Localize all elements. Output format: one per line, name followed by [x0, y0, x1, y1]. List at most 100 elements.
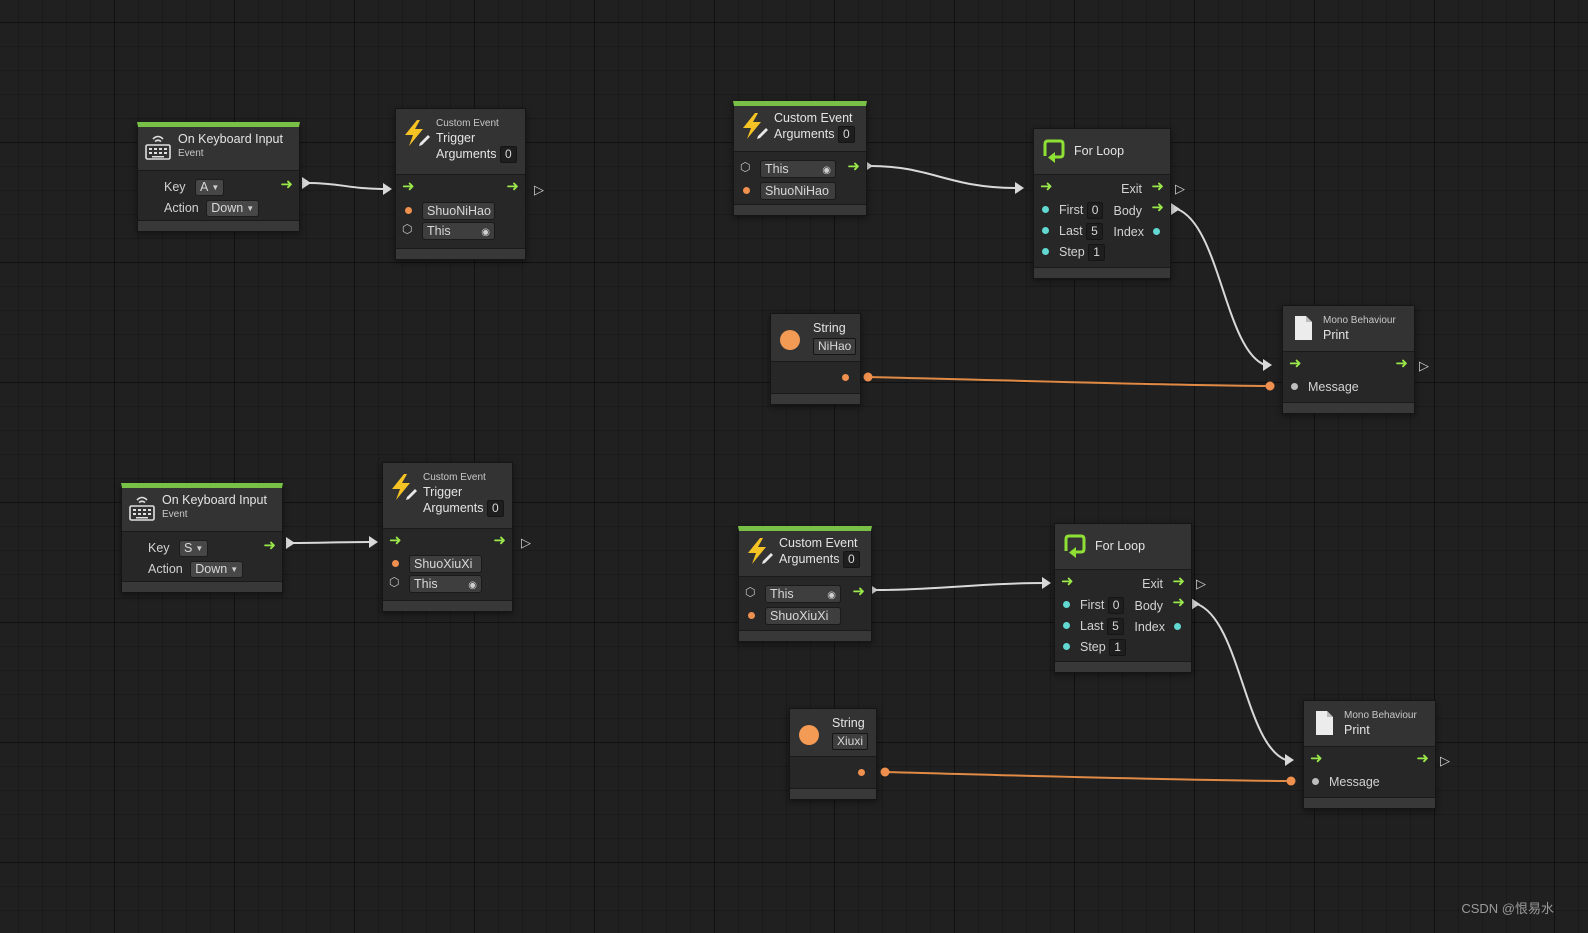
- flow-output-port[interactable]: ➜: [852, 583, 865, 600]
- object-picker-icon[interactable]: ◉: [827, 590, 836, 601]
- string-value-field[interactable]: Xiuxi: [832, 733, 869, 750]
- keyboard-icon: [145, 135, 171, 160]
- node-header: For Loop: [1034, 129, 1170, 175]
- string-literal-node-1[interactable]: String NiHao: [770, 313, 861, 405]
- node-subtitle: Event: [162, 509, 188, 520]
- target-object-field[interactable]: This◉: [409, 575, 482, 593]
- number-input-port[interactable]: [1042, 248, 1049, 255]
- flow-out-arrow-icon: ▷: [1196, 576, 1206, 591]
- trigger-custom-event-node-1[interactable]: Custom Event Trigger Arguments 0 ➜ ➜ Shu…: [395, 108, 526, 260]
- arguments-count-field[interactable]: 0: [842, 551, 860, 569]
- object-picker-icon[interactable]: ◉: [481, 227, 490, 238]
- message-input-port[interactable]: [1291, 383, 1298, 390]
- target-object-field[interactable]: This◉: [422, 222, 495, 240]
- flow-input-port[interactable]: ➜: [1061, 573, 1074, 590]
- target-object-field[interactable]: This◉: [760, 160, 836, 178]
- flow-input-port[interactable]: ➜: [1289, 355, 1302, 372]
- event-name-field[interactable]: ShuoXiuXi: [409, 555, 482, 573]
- index-output-port[interactable]: [1153, 228, 1160, 235]
- node-header: Custom Event Arguments 0: [734, 106, 866, 152]
- last-value-field[interactable]: 5: [1107, 618, 1124, 636]
- node-title: String: [832, 716, 865, 730]
- action-dropdown[interactable]: Down▼: [190, 561, 244, 579]
- event-name-field[interactable]: ShuoNiHao: [422, 202, 495, 220]
- number-input-port[interactable]: [1063, 601, 1070, 608]
- flow-input-port[interactable]: ➜: [389, 532, 402, 549]
- flow-output-port[interactable]: ➜: [1416, 750, 1429, 767]
- node-footer: [122, 581, 282, 592]
- object-picker-icon[interactable]: ◉: [468, 580, 477, 591]
- string-input-port[interactable]: [405, 207, 412, 214]
- string-input-port[interactable]: [743, 187, 750, 194]
- node-header: On Keyboard Input Event: [138, 127, 299, 171]
- node-title: Custom Event: [774, 111, 853, 125]
- flow-output-port[interactable]: ➜: [847, 158, 860, 175]
- string-literal-node-2[interactable]: String Xiuxi: [789, 708, 877, 800]
- string-output-port[interactable]: [858, 769, 865, 776]
- key-dropdown[interactable]: A▼: [195, 179, 225, 197]
- on-keyboard-input-node-2[interactable]: On Keyboard Input Event Key S▼ Action Do…: [121, 483, 283, 593]
- step-value-field[interactable]: 1: [1109, 639, 1126, 657]
- message-input-port[interactable]: [1312, 778, 1319, 785]
- flow-output-port[interactable]: ➜: [1395, 355, 1408, 372]
- target-object-field[interactable]: This◉: [765, 585, 841, 603]
- for-loop-node-2[interactable]: For Loop ➜ Exit ➜ First 0 Body ➜ Last 5 …: [1054, 523, 1192, 673]
- last-value-field[interactable]: 5: [1086, 223, 1103, 241]
- node-body: [790, 757, 876, 789]
- keyboard-icon: [129, 496, 155, 521]
- last-label: Last: [1080, 619, 1104, 633]
- on-keyboard-input-node-1[interactable]: On Keyboard Input Event Key A▼ Action Do…: [137, 122, 300, 232]
- node-body: [771, 362, 860, 394]
- arguments-count-field[interactable]: 0: [837, 126, 855, 144]
- arguments-count-field[interactable]: 0: [486, 500, 504, 518]
- exit-flow-port[interactable]: ➜: [1172, 573, 1185, 590]
- custom-event-node-1[interactable]: Custom Event Arguments 0 ⬡ This◉ ➜ ShuoN…: [733, 101, 867, 216]
- flow-output-port[interactable]: ➜: [493, 532, 506, 549]
- node-body: ➜ Exit ➜ First 0 Body ➜ Last 5 Index Ste…: [1034, 175, 1170, 268]
- string-output-port[interactable]: [842, 374, 849, 381]
- number-input-port[interactable]: [1042, 206, 1049, 213]
- arguments-count-field[interactable]: 0: [499, 146, 517, 164]
- node-body: Key S▼ Action Down▼ ➜: [122, 532, 282, 588]
- event-name-field[interactable]: ShuoNiHao: [760, 182, 836, 200]
- body-flow-port[interactable]: ➜: [1172, 594, 1185, 611]
- action-row: Action Down▼: [164, 200, 260, 218]
- print-node-2[interactable]: Mono Behaviour Print ➜ ➜ Message: [1303, 700, 1436, 809]
- string-input-port[interactable]: [392, 560, 399, 567]
- string-value-field[interactable]: NiHao: [813, 338, 857, 355]
- first-value-field[interactable]: 0: [1086, 202, 1104, 220]
- string-input-port[interactable]: [748, 612, 755, 619]
- node-footer: [138, 220, 299, 231]
- flow-output-port[interactable]: ➜: [280, 176, 293, 193]
- node-body: ➜ ➜ ShuoXiuXi ⬡ This◉: [383, 529, 512, 601]
- last-row: Last 5: [1080, 618, 1124, 636]
- flow-output-port[interactable]: ➜: [263, 537, 276, 554]
- step-label: Step: [1059, 245, 1085, 259]
- flow-output-port[interactable]: ➜: [506, 178, 519, 195]
- for-loop-node-1[interactable]: For Loop ➜ Exit ➜ First 0 Body ➜ Last 5 …: [1033, 128, 1171, 279]
- key-dropdown[interactable]: S▼: [179, 540, 209, 558]
- node-body: ➜ ➜ Message: [1283, 352, 1414, 403]
- event-name-field[interactable]: ShuoXiuXi: [765, 607, 841, 625]
- node-title: Print: [1323, 328, 1349, 342]
- node-subtitle: Mono Behaviour: [1323, 315, 1396, 326]
- cube-icon: ⬡: [389, 575, 400, 589]
- index-label: Index: [1113, 225, 1144, 239]
- flow-input-port[interactable]: ➜: [402, 178, 415, 195]
- action-dropdown[interactable]: Down▼: [206, 200, 260, 218]
- trigger-custom-event-node-2[interactable]: Custom Event Trigger Arguments 0 ➜ ➜ Shu…: [382, 462, 513, 612]
- custom-event-node-2[interactable]: Custom Event Arguments 0 ⬡ This◉ ➜ ShuoX…: [738, 526, 872, 642]
- step-value-field[interactable]: 1: [1088, 244, 1105, 262]
- number-input-port[interactable]: [1063, 643, 1070, 650]
- flow-input-port[interactable]: ➜: [1310, 750, 1323, 767]
- print-node-1[interactable]: Mono Behaviour Print ➜ ➜ Message: [1282, 305, 1415, 414]
- index-output-port[interactable]: [1174, 623, 1181, 630]
- number-input-port[interactable]: [1063, 622, 1070, 629]
- object-picker-icon[interactable]: ◉: [822, 165, 831, 176]
- flow-input-port[interactable]: ➜: [1040, 178, 1053, 195]
- first-value-field[interactable]: 0: [1107, 597, 1125, 615]
- number-input-port[interactable]: [1042, 227, 1049, 234]
- exit-flow-port[interactable]: ➜: [1151, 178, 1164, 195]
- body-flow-port[interactable]: ➜: [1151, 199, 1164, 216]
- arguments-row: Arguments 0: [779, 551, 865, 569]
